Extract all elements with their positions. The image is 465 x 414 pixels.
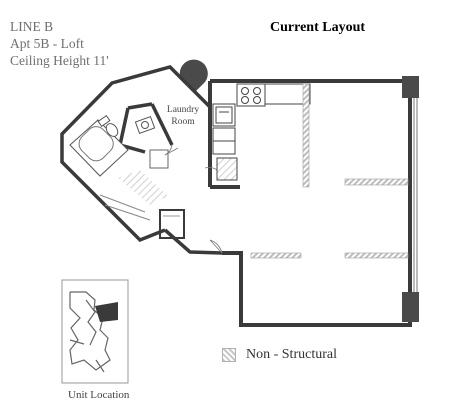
hatch-swatch-icon (222, 348, 236, 362)
kitchen-counter (264, 83, 311, 105)
laundry-column (179, 59, 208, 92)
layout-title: Current Layout (270, 20, 366, 35)
exterior-walls (208, 79, 412, 327)
bathroom-fixtures (69, 114, 169, 221)
refrigerator (212, 127, 236, 155)
non-structural-walls (250, 83, 409, 259)
toilet (97, 114, 119, 137)
window-strip (413, 96, 418, 295)
unit-location-map (61, 279, 129, 384)
laundry-room-label: Laundry Room (166, 105, 200, 127)
apartment-info: LINE B Apt 5B - Loft Ceiling Height 11' (10, 18, 109, 69)
hall-tile-floor (118, 170, 168, 205)
ceiling-height-label: Ceiling Height 11' (10, 53, 109, 68)
bathroom-sink (134, 115, 156, 135)
unit-location-label: Unit Location (68, 389, 130, 401)
corner-columns (402, 76, 419, 322)
legend-label: Non - Structural (246, 347, 337, 362)
entry-closet (159, 209, 185, 239)
bathtub (69, 119, 129, 177)
laundry-machine (216, 157, 238, 181)
apartment-label: Apt 5B - Loft (10, 36, 84, 51)
stove (236, 83, 266, 107)
kitchen-sink (212, 103, 236, 127)
highlighted-unit (95, 302, 118, 322)
line-label: LINE B (10, 19, 54, 34)
kitchen (212, 83, 311, 181)
legend: Non - Structural (222, 347, 337, 363)
